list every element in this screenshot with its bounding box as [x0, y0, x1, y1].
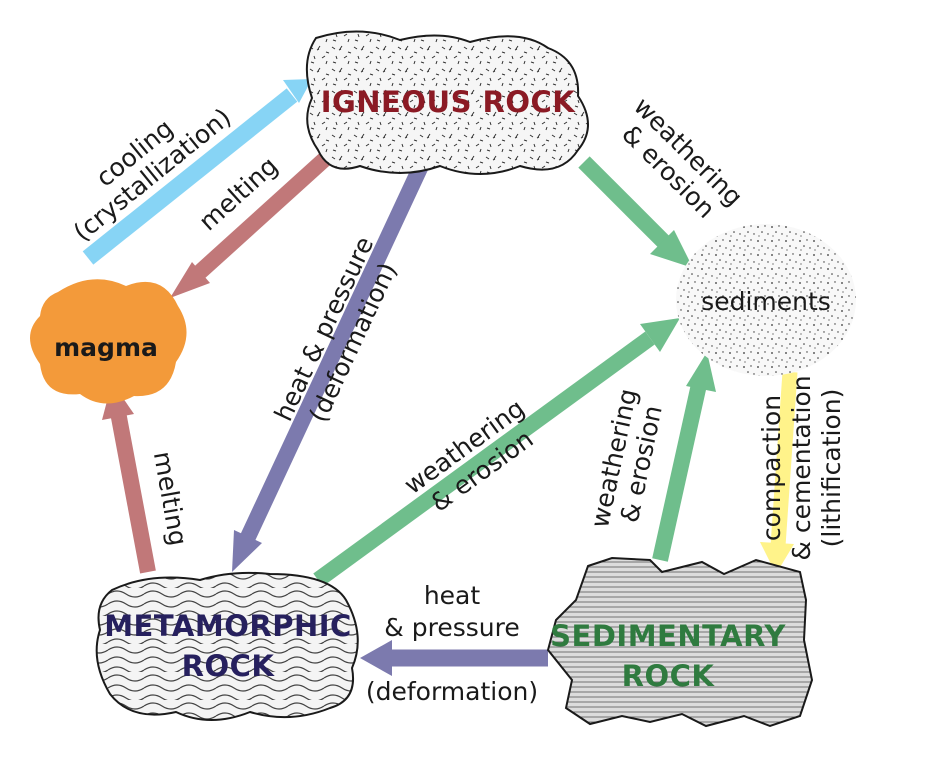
compaction-line2: & cementation: [787, 375, 816, 560]
metamorphic-rock-label-line1: METAMORPHIC: [104, 609, 352, 643]
weathering-top-arrow: [578, 156, 693, 268]
metamorphic-rock-node: METAMORPHIC ROCK: [95, 571, 359, 721]
compaction-line1: compaction: [757, 395, 786, 541]
cooling-arrow: [82, 79, 312, 265]
metamorphic-rock-label-line2: ROCK: [182, 649, 276, 683]
sediments-node: sediments: [676, 224, 856, 376]
compaction-label: compaction & cementation (lithification): [757, 375, 846, 560]
heat-pressure-diag-arrow: [232, 162, 429, 572]
igneous-rock-shape: [305, 30, 589, 175]
weathering-right-label: weathering & erosion: [585, 386, 668, 530]
weathering-middle-arrow: [313, 318, 680, 587]
magma-label: magma: [54, 333, 158, 362]
sedimentary-rock-label-line1: SEDIMENTARY: [550, 619, 786, 653]
sedimentary-rock-node: SEDIMENTARY ROCK: [546, 556, 814, 728]
compaction-line3: (lithification): [817, 389, 846, 548]
igneous-rock-node: IGNEOUS ROCK: [305, 30, 589, 175]
igneous-rock-label: IGNEOUS ROCK: [321, 85, 577, 119]
weathering-right-arrow: [652, 352, 716, 562]
melting-left-text: melting: [148, 449, 193, 548]
heat-pressure-bottom-line1: heat: [424, 581, 481, 610]
magma-blob: [30, 279, 187, 404]
heat-pressure-bottom-label: heat & pressure (deformation): [366, 581, 538, 706]
melting-arrow-top: [170, 152, 332, 298]
sedimentary-rock-label-line2: ROCK: [622, 659, 716, 693]
heat-pressure-bottom-arrow: [360, 640, 548, 676]
sediments-label: sediments: [701, 287, 831, 316]
compaction-arrow: [760, 371, 798, 574]
sedimentary-rock-shape: [546, 556, 814, 728]
magma-node: magma: [30, 279, 187, 404]
sediments-shape: [676, 224, 856, 376]
melting-arrow-left: [102, 382, 156, 574]
melting-left-label: melting: [148, 449, 193, 548]
heat-pressure-bottom-line2: & pressure: [384, 613, 519, 642]
metamorphic-rock-shape: [95, 571, 359, 721]
heat-pressure-bottom-line3: (deformation): [366, 677, 538, 706]
